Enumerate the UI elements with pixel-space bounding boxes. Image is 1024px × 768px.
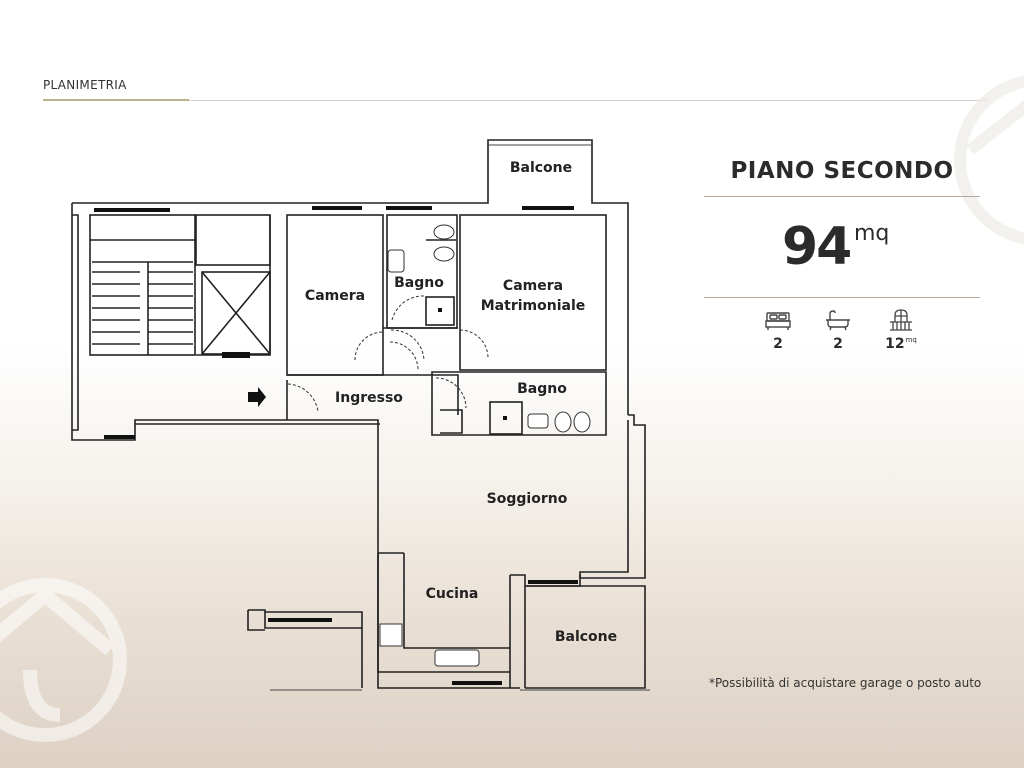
balcony-icon <box>890 309 912 331</box>
plan-doors <box>287 295 489 413</box>
bed-icon <box>765 312 791 330</box>
room-label-cucina: Cucina <box>426 586 479 602</box>
room-label-bagno-bottom: Bagno <box>517 381 567 397</box>
bedrooms-value: 2 <box>773 336 783 352</box>
property-summary: PIANO SECONDO 94 mq 2 <box>704 150 980 368</box>
feature-row: 2 2 <box>704 308 980 368</box>
room-label-soggiorno: Soggiorno <box>487 491 568 507</box>
area-block: 94 mq <box>704 197 980 297</box>
room-label-camera-matrimoniale-line1: Camera <box>503 278 563 294</box>
summary-divider-top <box>704 196 980 197</box>
entrance-arrow-icon <box>248 387 266 407</box>
page-heading: PLANIMETRIA <box>43 78 127 92</box>
footnote: *Possibilità di acquistare garage o post… <box>709 676 982 690</box>
feature-balcony: 12mq <box>881 308 921 352</box>
room-label-camera-matrimoniale-line2: Matrimoniale <box>481 298 586 314</box>
bathtub-icon <box>826 310 850 331</box>
summary-divider-bottom <box>704 297 980 298</box>
plan-marks <box>222 308 507 420</box>
floor-title: PIANO SECONDO <box>730 158 954 184</box>
room-label-balcone-bottom: Balcone <box>555 629 617 645</box>
room-label-camera: Camera <box>305 288 365 304</box>
feature-bathrooms: 2 <box>818 308 858 352</box>
header-divider <box>43 100 988 101</box>
feature-bedrooms: 2 <box>758 308 798 352</box>
room-label-bagno-top: Bagno <box>394 275 444 291</box>
plan-balcony-rails <box>270 144 650 691</box>
room-label-ingresso: Ingresso <box>335 390 403 406</box>
plan-fixtures <box>379 224 591 667</box>
bathrooms-value: 2 <box>833 336 843 352</box>
balcony-value: 12 <box>885 336 905 352</box>
room-label-balcone-top: Balcone <box>510 160 572 176</box>
plan-walls <box>71 139 646 689</box>
balcony-unit: mq <box>905 336 917 344</box>
header-accent-line <box>43 99 189 101</box>
area-value: 94 <box>782 217 852 277</box>
plan-windows <box>94 206 578 685</box>
area-unit: mq <box>854 221 890 246</box>
